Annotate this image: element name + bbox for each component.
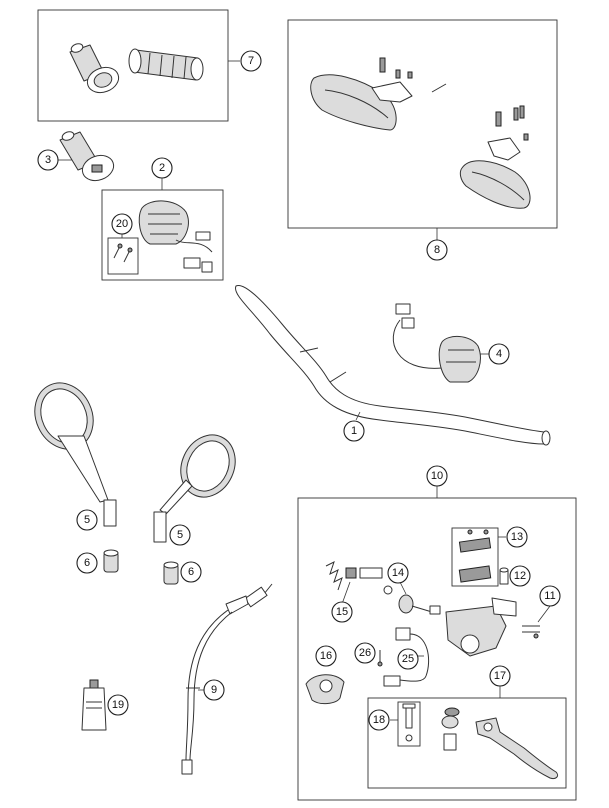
- callout-6b-label: 6: [188, 566, 194, 578]
- callout-18: [368, 709, 390, 731]
- callout-9: [203, 679, 225, 701]
- combination-switch-left-part[interactable]: [138, 200, 213, 273]
- callout-15: [331, 601, 353, 623]
- callout-4-label: 4: [496, 348, 502, 360]
- clutch-switch-part[interactable]: [383, 627, 430, 687]
- callout-1-label: 1: [351, 425, 357, 437]
- throttle-cable-part[interactable]: [181, 583, 273, 775]
- callout-3: [37, 149, 59, 171]
- screw-kit-part[interactable]: [113, 243, 133, 263]
- grip-right-part[interactable]: [128, 48, 204, 81]
- throttle-grip-part[interactable]: [59, 130, 117, 185]
- callout-2-label: 2: [159, 162, 165, 174]
- callout-12-label: 12: [514, 570, 526, 582]
- callout-5b: [169, 524, 191, 546]
- callout-16-label: 16: [320, 650, 332, 662]
- reservoir-cover-box: [451, 527, 499, 587]
- mirror-adapter-left-part[interactable]: [103, 549, 119, 573]
- hand-guard-group-box: [287, 19, 558, 229]
- callout-6a-label: 6: [84, 557, 90, 569]
- handlebar-clamp-part[interactable]: [305, 674, 345, 705]
- pivot-bolt-part[interactable]: [522, 625, 540, 639]
- callout-7: [240, 50, 262, 72]
- mirror-right-part[interactable]: [153, 426, 245, 543]
- callout-6b: [180, 561, 202, 583]
- switch-group-box: [101, 189, 224, 281]
- hand-guard-right-part[interactable]: [459, 105, 531, 209]
- pivot-bushing-part[interactable]: [499, 567, 509, 585]
- clutch-assembly-group-box: [297, 497, 577, 801]
- callout-8: [426, 239, 448, 261]
- callout-25: [397, 648, 419, 670]
- callout-26: [354, 642, 376, 664]
- callout-8-label: 8: [434, 244, 440, 256]
- callout-5a: [76, 509, 98, 531]
- callout-25-label: 25: [402, 653, 414, 665]
- lever-pin-part[interactable]: [402, 703, 416, 742]
- handlebar-part[interactable]: [235, 284, 551, 446]
- callout-20-label: 20: [116, 218, 128, 230]
- callout-12: [509, 565, 531, 587]
- callout-3-label: 3: [45, 154, 51, 166]
- callout-18-label: 18: [373, 714, 385, 726]
- lever-group-box: [367, 697, 567, 789]
- mirror-left-part[interactable]: [24, 373, 117, 527]
- mirror-adapter-right-part[interactable]: [163, 561, 179, 585]
- callout-13-label: 13: [511, 531, 523, 543]
- callout-16: [315, 645, 337, 667]
- callout-19: [107, 694, 129, 716]
- callout-13: [506, 526, 528, 548]
- screw-kit-box: [107, 237, 139, 275]
- callout-14: [387, 562, 409, 584]
- piston-part[interactable]: [398, 594, 441, 615]
- callout-20: [111, 213, 133, 235]
- callout-6a: [76, 552, 98, 574]
- master-cylinder-body-part[interactable]: [445, 597, 517, 657]
- lever-pin-box: [397, 701, 421, 747]
- grip-left-part[interactable]: [69, 42, 122, 97]
- callout-11-label: 11: [544, 590, 555, 602]
- bleed-screw-part[interactable]: [377, 650, 383, 667]
- callout-17-label: 17: [494, 670, 506, 682]
- callout-4: [488, 343, 510, 365]
- callout-1: [343, 420, 365, 442]
- grip-set-group-box: [37, 9, 229, 122]
- callout-9-label: 9: [211, 684, 217, 696]
- clutch-lever-part[interactable]: [441, 707, 559, 779]
- callout-14-label: 14: [392, 567, 404, 579]
- hand-guard-left-part[interactable]: [310, 57, 447, 131]
- lubricant-tube-part[interactable]: [81, 679, 107, 731]
- spring-seal-part[interactable]: [325, 561, 393, 595]
- callout-5b-label: 5: [177, 529, 183, 541]
- callout-10-label: 10: [431, 470, 443, 482]
- callout-5a-label: 5: [84, 514, 90, 526]
- callout-19-label: 19: [112, 699, 124, 711]
- combination-switch-right-part[interactable]: [392, 303, 481, 383]
- callout-7-label: 7: [248, 55, 254, 67]
- callout-26-label: 26: [359, 647, 371, 659]
- callout-11: [539, 585, 561, 607]
- callout-15-label: 15: [336, 606, 348, 618]
- reservoir-cover-part[interactable]: [458, 529, 492, 583]
